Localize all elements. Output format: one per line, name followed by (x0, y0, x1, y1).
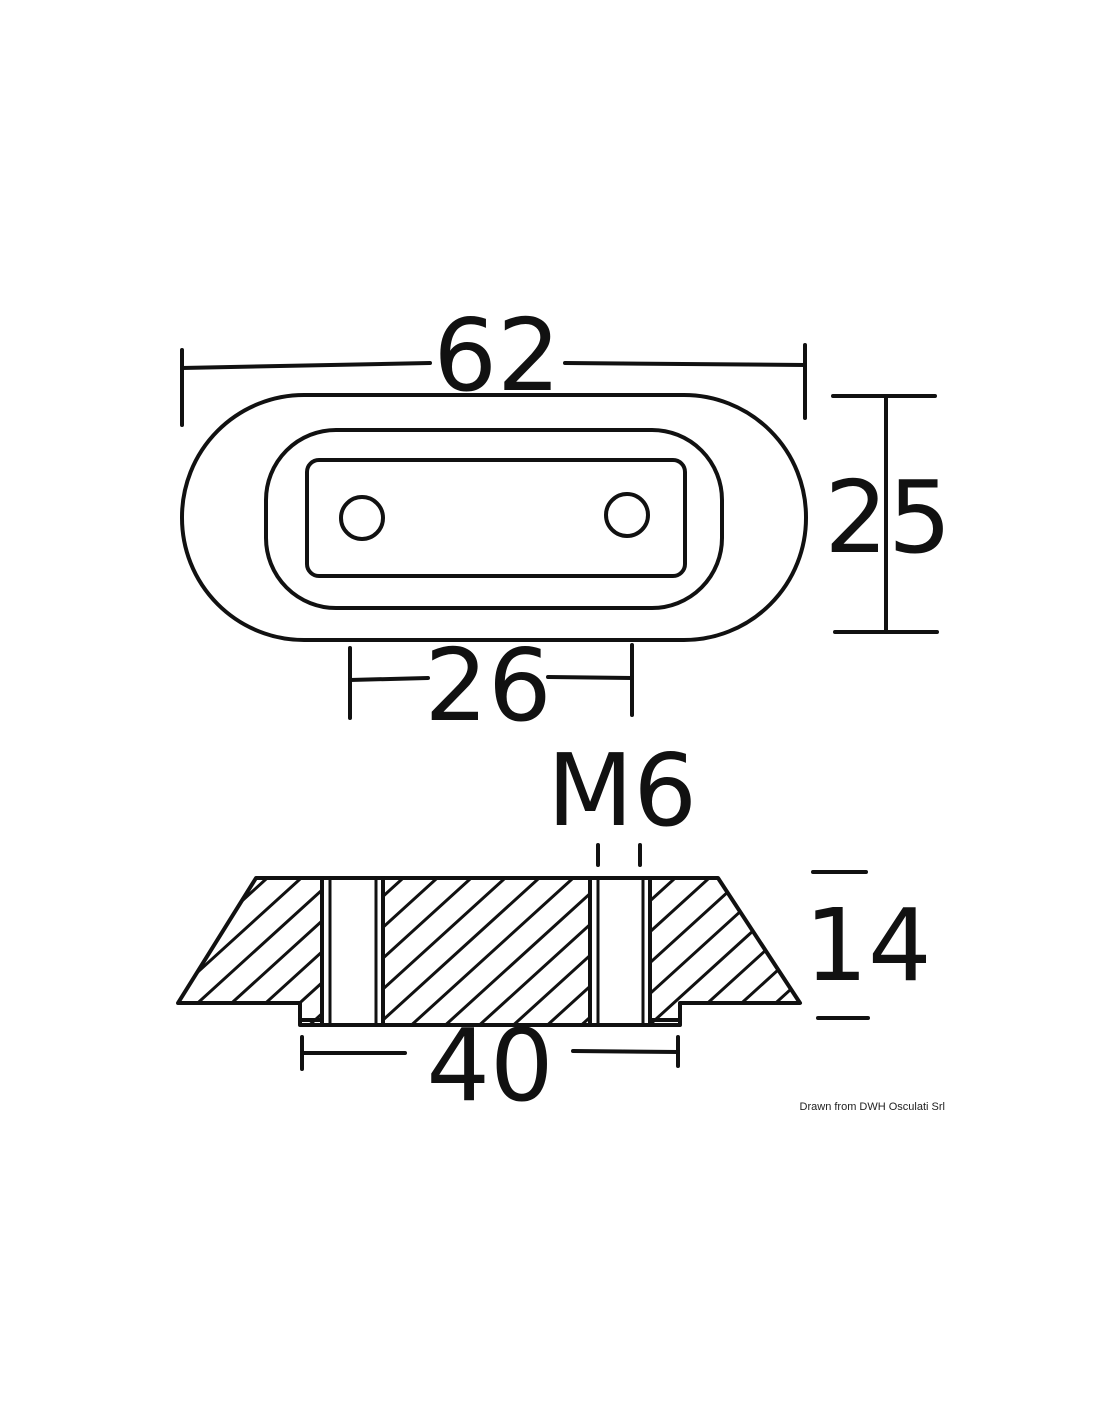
dimension-length-label: 62 (433, 297, 560, 414)
dimension-height: 14 (804, 870, 932, 1020)
dimension-width: 25 (824, 394, 952, 634)
dimension-hole-spacing: 26 (348, 627, 634, 744)
mounting-hole-right (604, 492, 650, 538)
hatch-line (178, 878, 312, 1025)
dimension-height-label: 14 (804, 887, 931, 1004)
dimension-length: 62 (180, 297, 807, 427)
hatch-line (178, 878, 278, 1025)
anode-recess (264, 428, 724, 610)
hatch-line (178, 878, 346, 1025)
dimension-width-label: 25 (824, 459, 951, 576)
hatch-line (950, 870, 1100, 1030)
mounting-plate (305, 458, 687, 578)
section-outline (176, 876, 802, 1027)
hatch-line (642, 878, 800, 1025)
dimension-base-length-label: 40 (426, 1007, 553, 1124)
hatch-line (984, 870, 1100, 1030)
dimension-base-length: 40 (300, 1007, 680, 1124)
section-view (176, 870, 1100, 1030)
dimension-hole-spacing-label: 26 (424, 627, 551, 744)
drawing-credit: Drawn from DWH Osculati Srl (800, 1101, 945, 1113)
hatch-line (916, 870, 1092, 1030)
mounting-hole-left (339, 495, 385, 541)
anode-outline (180, 393, 808, 642)
hatch-line (370, 878, 550, 1025)
top-view (180, 393, 808, 642)
thread-callout: M6 (547, 732, 697, 867)
hatch-line (438, 878, 618, 1025)
hatch-line (404, 878, 584, 1025)
thread-label: M6 (547, 732, 697, 849)
